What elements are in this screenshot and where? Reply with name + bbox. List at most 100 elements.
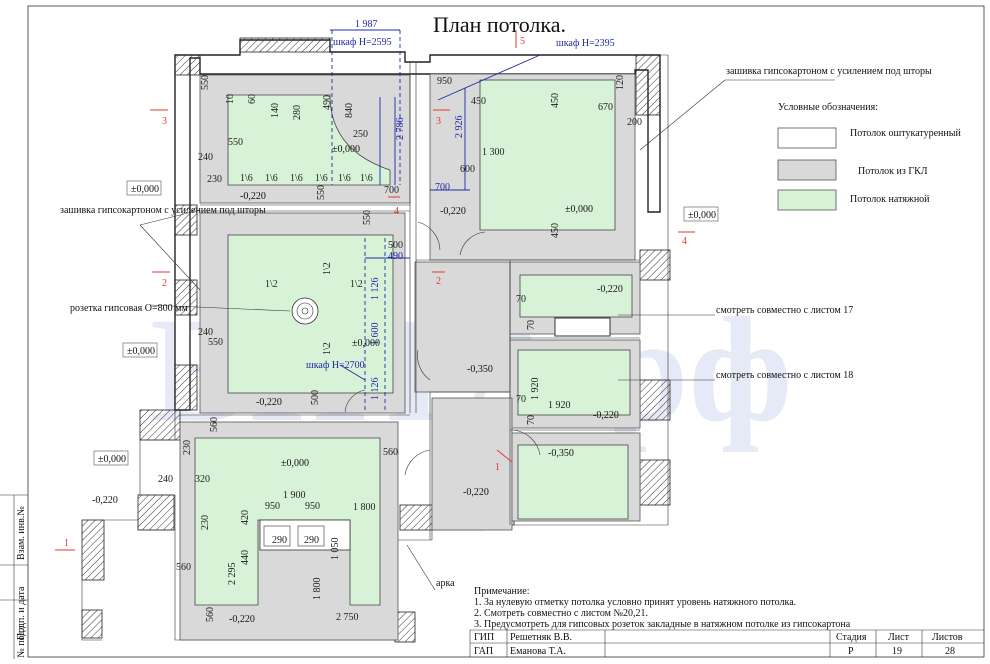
svg-text:1: 1: [495, 462, 500, 473]
svg-text:10: 10: [225, 94, 236, 104]
svg-text:1 050: 1 050: [330, 538, 341, 561]
callout-arch: арка: [436, 578, 455, 589]
svg-text:4: 4: [394, 206, 399, 217]
svg-text:1\6: 1\6: [290, 173, 303, 184]
svg-text:1 600: 1 600: [370, 323, 381, 346]
level-mark: -0,350: [467, 364, 493, 375]
note-3: 3. Предусмотреть для гипсовых розеток за…: [474, 619, 851, 630]
svg-text:5: 5: [520, 36, 525, 47]
svg-text:60: 60: [247, 94, 258, 104]
svg-text:440: 440: [240, 550, 251, 565]
svg-text:2 926: 2 926: [454, 116, 465, 139]
svg-text:1 800: 1 800: [312, 578, 323, 601]
callout-curtain-right: зашивка гипсокартоном с усилением под шт…: [726, 66, 932, 77]
level-mark: ±0,000: [127, 346, 155, 357]
svg-text:950: 950: [265, 501, 280, 512]
stamp-sheet-value: 19: [892, 646, 902, 657]
svg-text:140: 140: [270, 103, 281, 118]
svg-text:230: 230: [207, 174, 222, 185]
sheet-frame: [27, 5, 985, 658]
note-2: 2. Смотреть совместно с листом №20,21.: [474, 608, 648, 619]
svg-text:490: 490: [388, 251, 403, 262]
svg-text:560: 560: [209, 417, 220, 432]
svg-text:670: 670: [598, 102, 613, 113]
svg-text:70: 70: [516, 294, 526, 305]
dimensions: 1 987 550 10 60 140 280 490 840 250 2 78…: [158, 19, 642, 623]
svg-text:560: 560: [205, 607, 216, 622]
svg-text:840: 840: [344, 103, 355, 118]
svg-text:1\2: 1\2: [322, 342, 333, 355]
side-orig-label: Инв. № подл.: [16, 623, 27, 659]
partitions: [180, 62, 640, 551]
svg-text:550: 550: [228, 137, 243, 148]
level-mark: ±0,000: [131, 184, 159, 195]
callouts: зашивка гипсокартоном с усилением под шт…: [60, 66, 932, 591]
svg-text:500: 500: [310, 390, 321, 405]
legend: Условные обозначения: Потолок оштукатуре…: [777, 102, 961, 211]
svg-text:1 920: 1 920: [530, 378, 541, 401]
svg-text:950: 950: [437, 76, 452, 87]
svg-text:2 750: 2 750: [336, 612, 359, 623]
svg-text:1\6: 1\6: [360, 173, 373, 184]
svg-text:450: 450: [550, 93, 561, 108]
legend-label-stretch: Потолок натяжной: [850, 194, 930, 205]
notes-heading: Примечание:: [474, 586, 529, 597]
level-mark: -0,220: [463, 487, 489, 498]
svg-text:450: 450: [550, 223, 561, 238]
svg-text:1\2: 1\2: [350, 279, 363, 290]
legend-label-gkl: Потолок из ГКЛ: [858, 166, 928, 177]
callout-see-17: смотреть совместно с листом 17: [716, 305, 853, 316]
svg-text:70: 70: [526, 415, 537, 425]
level-mark: -0,220: [229, 614, 255, 625]
svg-text:560: 560: [383, 447, 398, 458]
level-mark: -0,220: [593, 410, 619, 421]
svg-text:290: 290: [304, 535, 319, 546]
level-mark: -0,220: [440, 206, 466, 217]
level-mark: -0,220: [597, 284, 623, 295]
svg-text:490: 490: [322, 95, 333, 110]
stretch-ceilings: [194, 79, 633, 606]
svg-text:250: 250: [353, 129, 368, 140]
level-marks: ±0,000 -0,220 ±0,000 -0,220 ±0,000 -0,22…: [92, 144, 719, 625]
svg-text:200: 200: [627, 117, 642, 128]
svg-text:1 300: 1 300: [482, 147, 505, 158]
svg-text:70: 70: [526, 320, 537, 330]
svg-text:1: 1: [64, 538, 69, 549]
svg-text:290: 290: [272, 535, 287, 546]
stamp-stage-header: Стадия: [836, 632, 867, 643]
svg-text:1 126: 1 126: [370, 378, 381, 401]
stamp-sheet-header: Лист: [888, 632, 910, 643]
svg-text:950: 950: [305, 501, 320, 512]
stamp-sheets-value: 28: [945, 646, 955, 657]
svg-text:1 920: 1 920: [548, 400, 571, 411]
legend-swatch-plaster: [777, 127, 837, 149]
stamp-stage-value: Р: [848, 646, 854, 657]
side-sign-label: Подп. и дата: [16, 586, 27, 640]
stamp-name-2: Еманова Т.А.: [510, 646, 566, 657]
level-mark: ±0,000: [352, 338, 380, 349]
svg-text:600: 600: [460, 164, 475, 175]
note-1: 1. За нулевую отметку потолка условно пр…: [474, 597, 796, 608]
wardrobe-label-3: шкаф H=2700: [306, 360, 365, 371]
legend-swatch-gkl: [777, 159, 837, 181]
svg-text:550: 550: [208, 337, 223, 348]
level-mark: ±0,000: [565, 204, 593, 215]
svg-text:1\6: 1\6: [265, 173, 278, 184]
title-block: ГИП Решетняк В.В. ГАП Еманова Т.А. Стади…: [469, 629, 984, 657]
svg-text:1 900: 1 900: [283, 490, 306, 501]
svg-text:4: 4: [682, 236, 687, 247]
building-walls: [81, 37, 671, 643]
stamp-role-2: ГАП: [474, 646, 493, 657]
svg-text:450: 450: [471, 96, 486, 107]
level-mark: ±0,000: [98, 454, 126, 465]
svg-text:320: 320: [195, 474, 210, 485]
level-mark: -0,220: [240, 191, 266, 202]
svg-text:2 786: 2 786: [395, 118, 406, 141]
side-strip: Взам. инв.№ Подп. и дата Инв. № подл.: [0, 494, 28, 664]
svg-text:1\2: 1\2: [322, 262, 333, 275]
svg-text:1\2: 1\2: [265, 279, 278, 290]
svg-text:120: 120: [615, 75, 626, 90]
svg-text:1\6: 1\6: [240, 173, 253, 184]
side-inv-label: Взам. инв.№: [16, 506, 27, 560]
svg-text:230: 230: [200, 515, 211, 530]
